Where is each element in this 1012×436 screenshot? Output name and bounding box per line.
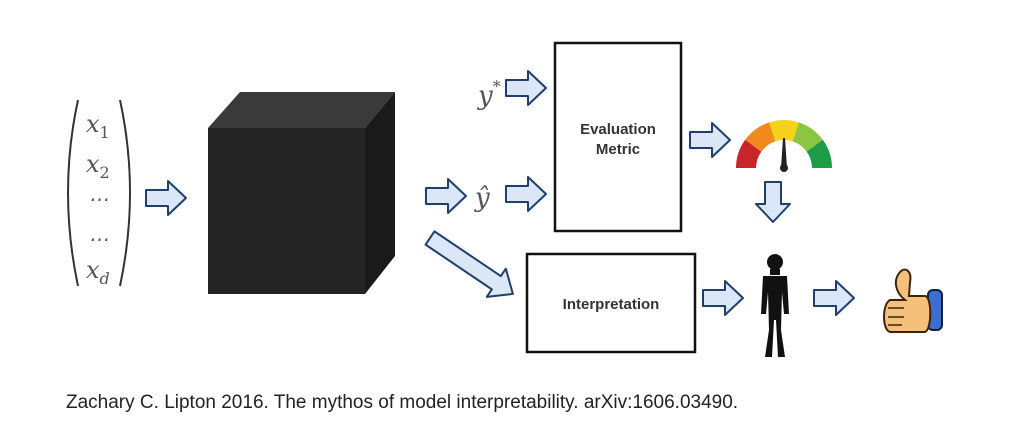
evaluation-metric-box: Evaluation Metric <box>553 41 683 233</box>
evaluation-metric-label-line1: Evaluation <box>580 121 656 138</box>
thumbs-up-icon <box>883 268 943 333</box>
gauge-meter-icon <box>736 120 832 172</box>
left-paren <box>67 99 79 287</box>
vector-entry-1: x1 <box>86 110 110 142</box>
interpretation-box: Interpretation <box>525 252 697 354</box>
right-paren <box>119 99 131 287</box>
arrow-human-to-thumbs <box>813 280 855 316</box>
y-star-label: y* <box>477 77 501 111</box>
arrow-yhat-to-metric <box>505 176 547 212</box>
arrow-box-to-yhat <box>425 178 467 214</box>
arrow-interpretation-to-human <box>702 280 744 316</box>
vector-ellipsis-1: ⋯ <box>88 187 108 211</box>
evaluation-metric-label-line2: Metric <box>596 141 640 158</box>
arrow-box-to-interpretation <box>424 230 514 298</box>
arrow-gauge-to-human <box>755 181 791 223</box>
interpretation-label: Interpretation <box>563 296 660 313</box>
input-vector: x1 x2 ⋯ ⋯ xd <box>67 99 131 288</box>
arrow-metric-to-gauge <box>689 122 731 158</box>
arrow-ystar-to-metric <box>505 70 547 106</box>
arrow-input-to-box <box>145 180 187 216</box>
black-box-cube-icon <box>208 92 395 294</box>
vector-ellipsis-2: ⋯ <box>88 227 108 251</box>
vector-entry-2: x2 <box>86 150 110 182</box>
human-silhouette-icon <box>761 254 789 357</box>
citation-caption: Zachary C. Lipton 2016. The mythos of mo… <box>66 392 739 413</box>
y-hat-label: ŷ <box>474 183 490 213</box>
vector-entry-d: xd <box>86 256 110 288</box>
